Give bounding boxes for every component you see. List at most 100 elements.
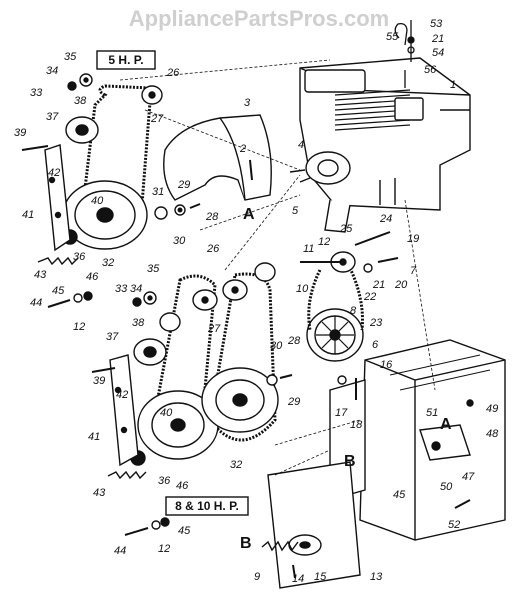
callout-1: 1 xyxy=(450,79,456,91)
callout-40b: 40 xyxy=(160,407,173,419)
ref-b-2: B xyxy=(240,535,252,552)
belt-guard xyxy=(154,114,272,220)
callout-34a: 34 xyxy=(46,65,58,77)
callout-38a: 38 xyxy=(74,95,87,107)
callout-45b: 45 xyxy=(178,525,191,537)
callout-46b: 46 xyxy=(176,480,189,492)
callout-49: 49 xyxy=(486,403,498,415)
label-box-5hp: 5 H. P. xyxy=(96,50,156,70)
callout-32b: 32 xyxy=(230,459,242,471)
callout-29a: 29 xyxy=(177,179,190,191)
callout-41a: 41 xyxy=(22,209,34,221)
callout-42a: 42 xyxy=(48,167,60,179)
pulley-set-5hp xyxy=(21,73,163,308)
throttle-parts xyxy=(394,20,415,88)
callout-12b: 12 xyxy=(318,236,330,248)
callout-27a: 27 xyxy=(150,113,164,125)
callout-40a: 40 xyxy=(91,195,104,207)
callout-43a: 43 xyxy=(34,269,47,281)
callout-8: 8 xyxy=(350,305,357,317)
callout-2: 2 xyxy=(239,143,246,155)
callout-48: 48 xyxy=(486,428,499,440)
callout-22: 22 xyxy=(363,291,376,303)
callout-35a: 35 xyxy=(64,51,77,63)
label-box-8-10hp: 8 & 10 H. P. xyxy=(165,496,249,516)
callout-20: 20 xyxy=(394,279,408,291)
callout-37b: 37 xyxy=(106,331,119,343)
reference-lines xyxy=(119,59,436,476)
callout-30a: 30 xyxy=(173,235,186,247)
callout-numbers: 1 2 3 4 5 6 7 8 9 10 11 12 12 12 13 14 1… xyxy=(14,18,499,585)
callout-25: 25 xyxy=(339,223,353,235)
callout-44b: 44 xyxy=(114,545,126,557)
callout-13: 13 xyxy=(370,571,383,583)
engine xyxy=(289,57,471,233)
callout-28a: 28 xyxy=(205,211,219,223)
callout-46a: 46 xyxy=(86,271,99,283)
callout-53: 53 xyxy=(430,18,443,30)
callout-26a: 26 xyxy=(166,67,180,79)
callout-43b: 43 xyxy=(93,487,106,499)
callout-45a: 45 xyxy=(52,285,65,297)
callout-47: 47 xyxy=(462,471,475,483)
callout-24: 24 xyxy=(379,213,392,225)
ref-a-2: A xyxy=(440,416,452,433)
callout-15: 15 xyxy=(314,571,327,583)
callout-21b: 21 xyxy=(431,33,444,45)
callout-27b: 27 xyxy=(207,323,221,335)
reference-letters: A A B B xyxy=(240,206,452,552)
callout-34b: 34 xyxy=(130,283,142,295)
callout-39b: 39 xyxy=(93,375,105,387)
callout-50: 50 xyxy=(440,481,453,493)
callout-37a: 37 xyxy=(46,111,59,123)
ref-b-1: B xyxy=(344,453,356,470)
callout-6: 6 xyxy=(372,339,379,351)
callout-26b: 26 xyxy=(206,243,220,255)
frame-housing xyxy=(261,339,506,589)
auger-pulley-assembly xyxy=(300,231,399,362)
callout-35b: 35 xyxy=(147,263,160,275)
callout-42b: 42 xyxy=(116,389,128,401)
callout-7: 7 xyxy=(410,265,417,277)
callout-44a: 44 xyxy=(30,297,42,309)
callout-32a: 32 xyxy=(102,257,114,269)
callout-3: 3 xyxy=(244,97,251,109)
callout-54: 54 xyxy=(432,47,444,59)
pulley-set-8-10hp xyxy=(91,262,293,536)
ref-a-1: A xyxy=(243,206,255,223)
callout-41b: 41 xyxy=(88,431,100,443)
callout-11: 11 xyxy=(303,243,314,255)
callout-31: 31 xyxy=(152,186,164,198)
watermark: AppliancePartsPros.com xyxy=(129,6,389,31)
callout-19: 19 xyxy=(407,233,419,245)
callout-21a: 21 xyxy=(372,279,385,291)
callout-33b: 33 xyxy=(115,283,128,295)
callout-30b: 30 xyxy=(270,340,283,352)
callout-10: 10 xyxy=(296,283,309,295)
callout-4: 4 xyxy=(298,139,304,151)
callout-17: 17 xyxy=(335,407,348,419)
callout-12c: 12 xyxy=(158,543,170,555)
callout-36a: 36 xyxy=(73,251,86,263)
callout-9: 9 xyxy=(254,571,260,583)
callout-36b: 36 xyxy=(158,475,171,487)
callout-5: 5 xyxy=(292,205,299,217)
callout-18: 18 xyxy=(350,419,363,431)
callout-14: 14 xyxy=(292,573,304,585)
callout-45c: 45 xyxy=(393,489,406,501)
callout-51: 51 xyxy=(426,407,438,419)
callout-33a: 33 xyxy=(30,87,43,99)
label-8-10hp: 8 & 10 H. P. xyxy=(175,499,239,513)
callout-38b: 38 xyxy=(132,317,145,329)
callout-28b: 28 xyxy=(287,335,301,347)
callout-16: 16 xyxy=(380,359,393,371)
label-5hp: 5 H. P. xyxy=(108,53,143,67)
callout-39a: 39 xyxy=(14,127,26,139)
callout-55: 55 xyxy=(386,31,399,43)
callout-29b: 29 xyxy=(287,396,300,408)
callout-52: 52 xyxy=(448,519,460,531)
callout-56: 56 xyxy=(424,64,437,76)
callout-23: 23 xyxy=(369,317,383,329)
